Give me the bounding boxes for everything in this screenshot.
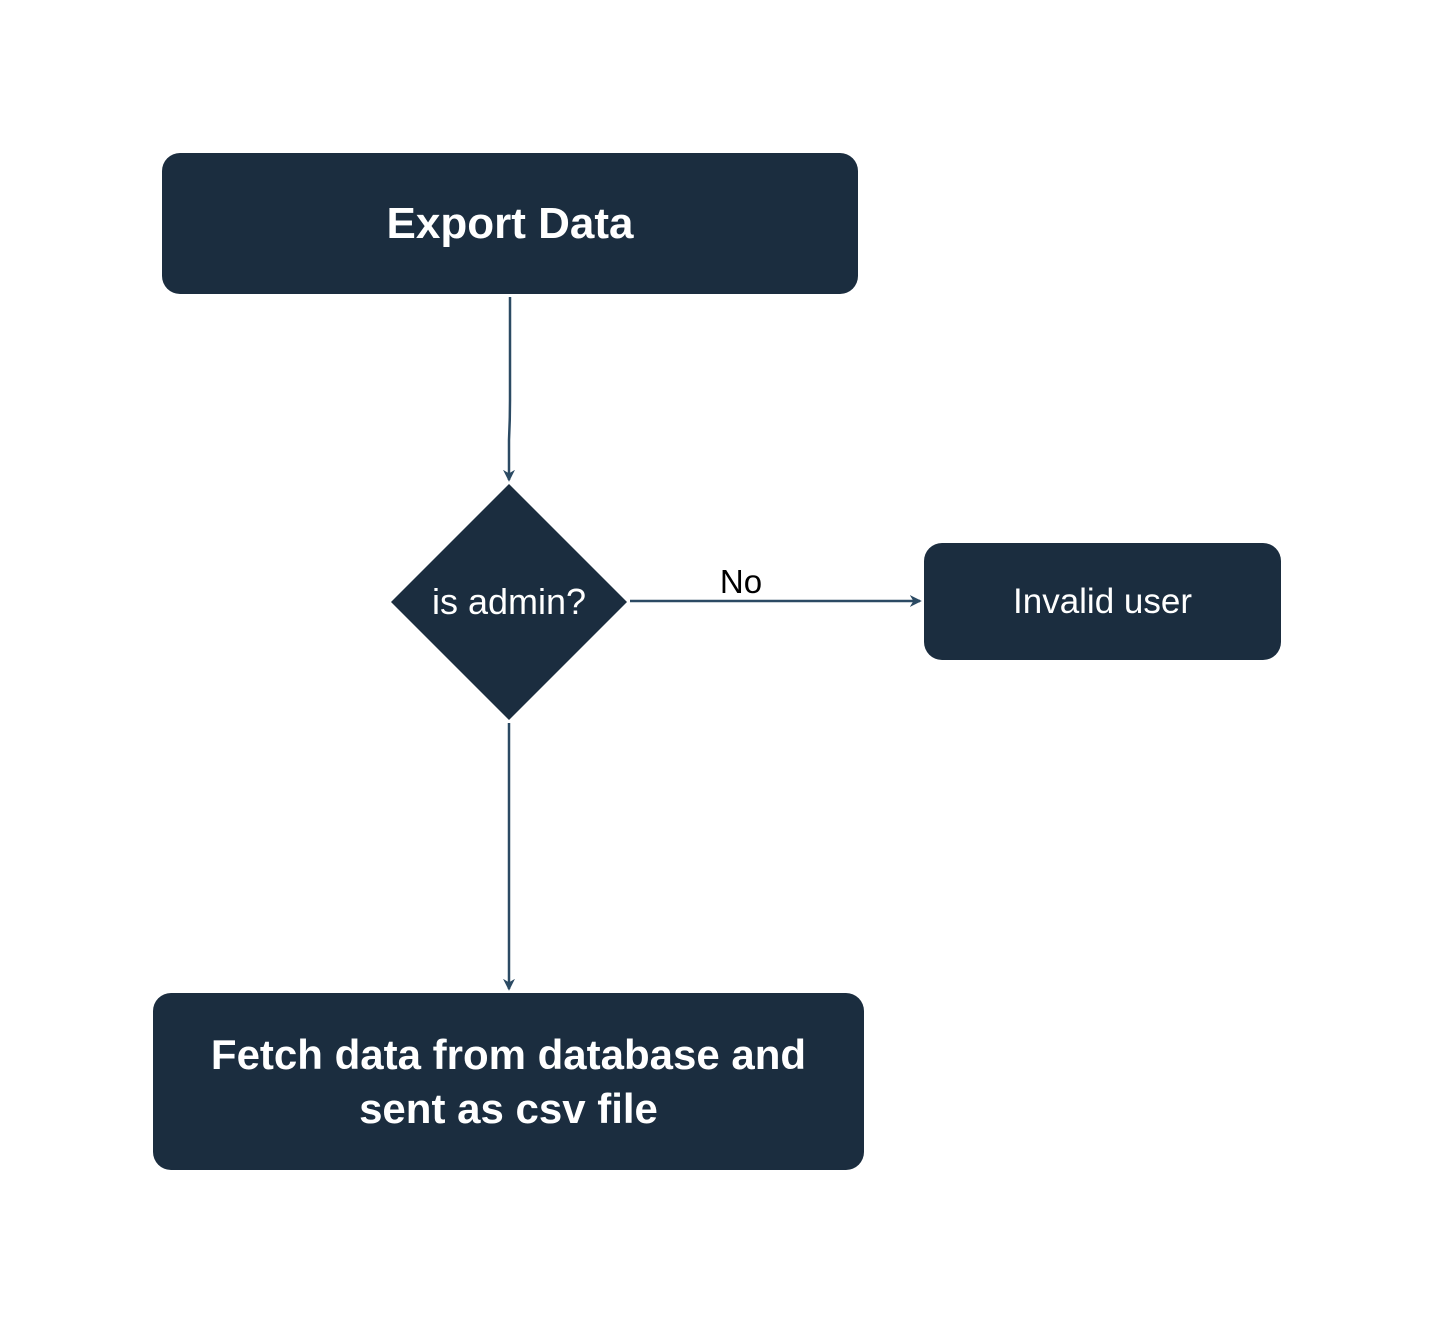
fetch-data-label: Fetch data from database and sent as csv… <box>210 1030 807 1132</box>
invalid-user-node: Invalid user <box>924 543 1281 660</box>
fetch-data-node: Fetch data from database and sent as csv… <box>153 993 864 1170</box>
decision-label: is admin? <box>431 580 587 622</box>
start-node-export-data: Export Data <box>162 153 858 294</box>
edge-start-to-decision <box>503 297 515 482</box>
decision-diamond <box>391 484 627 720</box>
start-node-label: Export Data <box>386 198 634 248</box>
invalid-user-label: Invalid user <box>1013 581 1192 621</box>
edge-label-no: No <box>719 563 763 600</box>
